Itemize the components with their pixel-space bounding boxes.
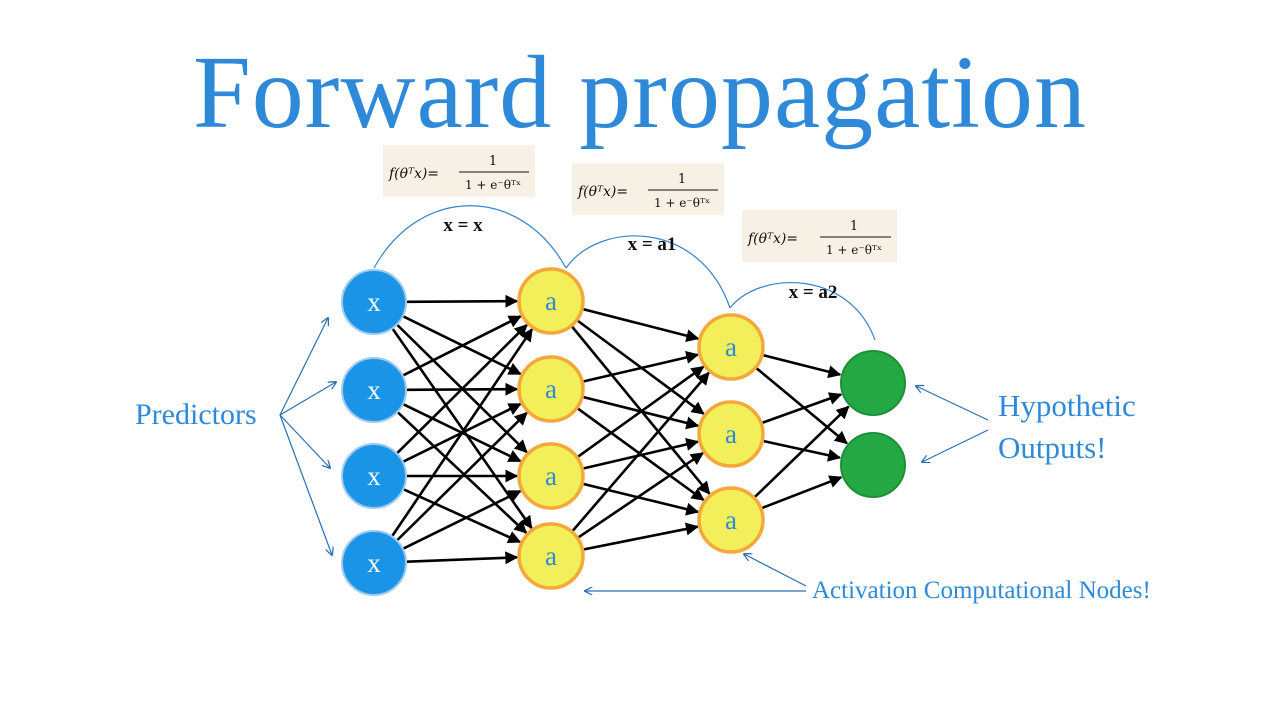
activation-nodes-label: Activation Computational Nodes! — [812, 577, 1151, 604]
formula-numerator: 1 — [850, 219, 858, 234]
connections — [391, 294, 850, 565]
formula-box-3: f(θᵀx)= 1 1 + e⁻θᵀˣ — [742, 210, 897, 262]
predictors-label: Predictors — [135, 398, 257, 431]
slide-title: Forward propagation — [192, 35, 1088, 150]
hidden-1-node: a — [517, 267, 585, 335]
node-label: x — [367, 287, 381, 317]
input-node: x — [341, 357, 407, 423]
formula-lhs: f(θᵀx)= — [577, 184, 628, 200]
connection-arrow — [396, 411, 528, 541]
node-label: a — [545, 286, 557, 316]
input-node: x — [341, 443, 407, 509]
connection-arrow — [582, 482, 700, 516]
output-node — [840, 432, 906, 498]
connection-arrow — [391, 328, 534, 537]
connection-arrow — [582, 438, 700, 470]
connection-arrow — [571, 371, 710, 532]
connection-arrow — [755, 367, 848, 445]
node-label: a — [725, 419, 737, 449]
formula-denominator: 1 + e⁻θᵀˣ — [826, 243, 882, 257]
output-node — [840, 350, 906, 416]
connection-arrow — [396, 323, 528, 454]
activation-arrows — [585, 554, 807, 591]
connection-arrow — [582, 307, 700, 342]
formula-lhs: f(θᵀx)= — [747, 231, 798, 247]
input-node: x — [341, 530, 407, 596]
node-label: a — [545, 461, 557, 491]
formula-box-1: f(θᵀx)= 1 1 + e⁻θᵀˣ — [383, 145, 535, 197]
arc-layer-2 — [565, 235, 731, 309]
connection-arrow — [406, 294, 519, 308]
hidden-2-node: a — [697, 486, 765, 554]
input-node: x — [341, 269, 407, 335]
formula-box-2: f(θᵀx)= 1 1 + e⁻θᵀˣ — [572, 163, 724, 215]
connection-arrow — [761, 392, 843, 425]
arc-layer-3 — [729, 282, 876, 341]
connection-arrow — [403, 488, 522, 544]
node-label: a — [725, 505, 737, 535]
layer-arcs — [373, 205, 876, 341]
arc-label-1: x = x — [443, 215, 483, 236]
node-label: x — [367, 548, 381, 578]
formula-numerator: 1 — [489, 154, 497, 169]
arc-label-3: x = a2 — [789, 282, 838, 303]
node-label: x — [367, 461, 381, 491]
connection-arrow — [403, 489, 522, 550]
connection-arrow — [762, 353, 842, 379]
connection-arrow — [402, 315, 522, 377]
formula-denominator: 1 + e⁻θᵀˣ — [654, 196, 710, 210]
connection-arrow — [753, 405, 850, 499]
connection-arrow — [583, 522, 699, 551]
node-label: a — [725, 332, 737, 362]
nodes: x x x x a a a a a a a — [341, 267, 906, 596]
connection-arrow — [762, 439, 842, 462]
node-label: a — [545, 374, 557, 404]
arc-layer-1 — [373, 205, 567, 269]
connection-arrow — [577, 451, 704, 539]
hidden-1-node: a — [517, 355, 585, 423]
hidden-1-node: a — [517, 522, 585, 590]
formula-denominator: 1 + e⁻θᵀˣ — [465, 178, 521, 192]
connection-arrow — [406, 551, 519, 565]
hidden-2-node: a — [697, 313, 765, 381]
formula-lhs: f(θᵀx)= — [388, 166, 439, 182]
node-label: x — [367, 375, 381, 405]
hypothetic-outputs-label-line2: Outputs! — [998, 430, 1107, 465]
connection-arrow — [761, 475, 843, 510]
predictor-arrows — [279, 318, 336, 555]
connection-arrow — [577, 365, 705, 458]
hypothetic-outputs-label-line1: Hypothetic — [998, 388, 1136, 423]
hidden-2-node: a — [697, 400, 765, 468]
hidden-1-node: a — [517, 442, 585, 510]
output-arrows — [916, 386, 989, 462]
arc-label-2: x = a1 — [628, 234, 677, 255]
connection-arrow — [582, 351, 700, 383]
node-label: a — [545, 541, 557, 571]
formula-numerator: 1 — [678, 172, 686, 187]
